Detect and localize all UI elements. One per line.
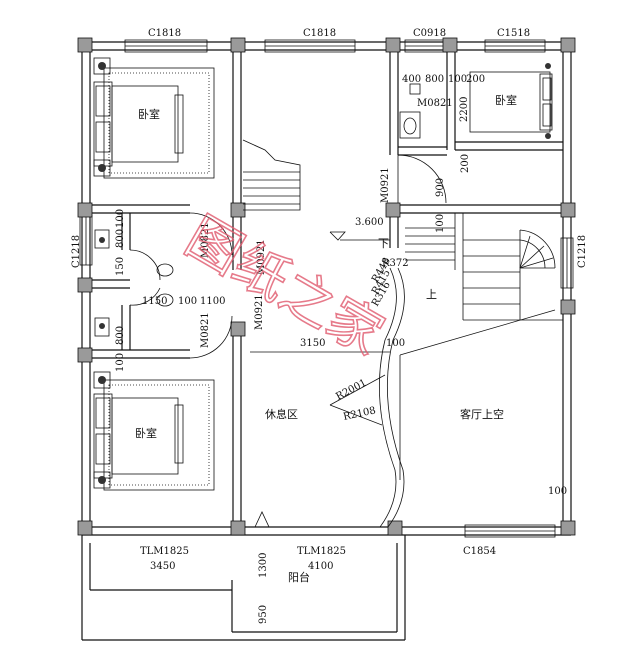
window-label: C1518 xyxy=(497,28,530,39)
dimension: 1300 xyxy=(258,553,269,578)
door-label: M0921 xyxy=(380,167,391,203)
elevation-mark: 3.600 xyxy=(355,217,384,228)
dimension: 400 xyxy=(402,74,421,85)
windows-side xyxy=(79,214,574,538)
dimension: 800 xyxy=(115,326,126,345)
door-label: TLM1825 xyxy=(140,546,189,557)
dimension-labels: C1818 C1818 C0918 C1518 C1218 C1218 400 … xyxy=(71,28,588,624)
window-label: C1218 xyxy=(71,235,82,268)
dimension: 100 xyxy=(435,214,446,233)
dimension: 200 xyxy=(460,154,471,173)
stair-up-label: 上 xyxy=(426,288,437,301)
room-labels: 卧室 卧室 卧室 休息区 客厅上空 阳台 xyxy=(135,93,517,584)
room-label: 卧室 xyxy=(138,107,160,121)
room-label: 阳台 xyxy=(288,570,310,584)
stair-down-label: 下 xyxy=(378,237,389,250)
window-label: C1854 xyxy=(463,546,496,557)
dimension: 1100 xyxy=(200,296,225,307)
door-label: M0821 xyxy=(200,312,211,348)
curved-railing xyxy=(250,231,556,528)
window-label: C1218 xyxy=(577,235,588,268)
dimension: 100 xyxy=(386,338,405,349)
dimension: 1150 xyxy=(142,296,167,307)
bed-bottom-left xyxy=(93,371,215,491)
room-label: 卧室 xyxy=(495,93,517,107)
window-label: C1818 xyxy=(148,28,181,39)
room-label: 卧室 xyxy=(135,426,157,440)
dimension: 100 xyxy=(115,353,126,372)
dimension: 100 xyxy=(548,486,567,497)
door-label: M0921 xyxy=(254,294,265,330)
stair-left xyxy=(242,139,301,211)
dimension: 3450 xyxy=(150,561,175,572)
window-label: C1818 xyxy=(303,28,336,39)
dimension: 200 xyxy=(466,74,485,85)
dimension: 150 xyxy=(115,257,126,276)
dimension: 800 xyxy=(115,229,126,248)
interior-walls xyxy=(81,50,563,641)
bed-top-right xyxy=(469,63,553,139)
dimension: 2200 xyxy=(459,97,470,122)
dimension: 950 xyxy=(258,605,269,624)
dimension: 4100 xyxy=(308,561,333,572)
bed-top-left xyxy=(93,57,215,179)
radius-label: R2108 xyxy=(342,405,377,423)
dimension: 100 xyxy=(448,74,467,85)
window-label: C0918 xyxy=(413,28,446,39)
dimension: 900 xyxy=(435,178,446,197)
stair-right xyxy=(405,213,563,321)
door-label: TLM1825 xyxy=(297,546,346,557)
radius-label: R2001 xyxy=(334,377,368,402)
dimension: 800 xyxy=(425,74,444,85)
door-label: M0921 xyxy=(256,239,267,275)
doors xyxy=(129,154,447,359)
radius-label: R372 xyxy=(382,258,409,269)
dimension: 100 xyxy=(115,209,126,228)
door-label: M0821 xyxy=(200,222,211,258)
bathroom-fixtures xyxy=(94,83,421,337)
room-label: 客厅上空 xyxy=(460,407,504,421)
room-label: 休息区 xyxy=(265,407,298,421)
dimension: 3150 xyxy=(300,338,325,349)
columns xyxy=(77,37,576,536)
dimension: 100 xyxy=(178,296,197,307)
door-label: M0821 xyxy=(417,98,453,109)
windows-top xyxy=(124,39,546,53)
